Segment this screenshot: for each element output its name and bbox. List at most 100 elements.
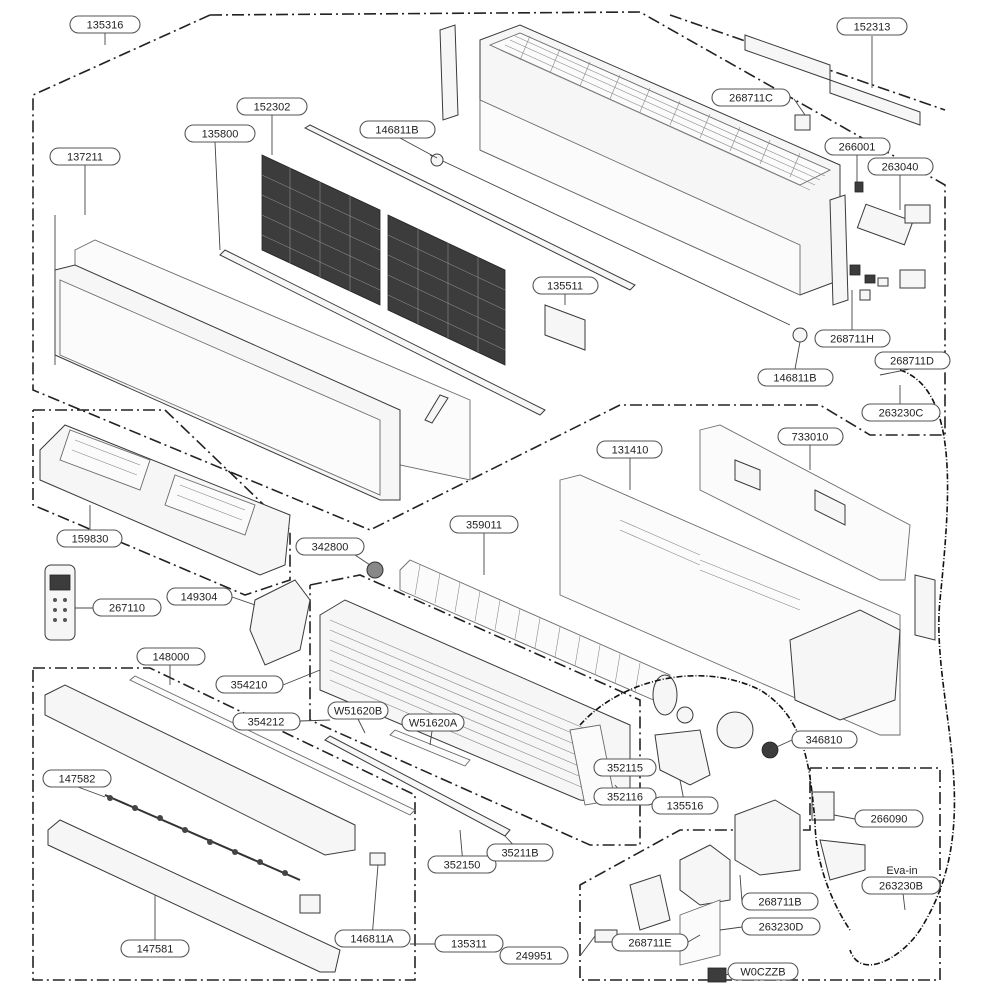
lower-vane bbox=[47, 819, 341, 973]
label-266001: 266001 bbox=[824, 137, 891, 156]
group-boundary-front-panel bbox=[32, 11, 946, 531]
svg-text:W51620A: W51620A bbox=[409, 718, 458, 730]
label-263230D: 263230D bbox=[741, 917, 821, 936]
label-152313: 152313 bbox=[836, 17, 908, 36]
label-352150: 352150 bbox=[427, 855, 497, 874]
panel-rail bbox=[219, 249, 546, 416]
svg-text:135311: 135311 bbox=[451, 939, 487, 951]
label-354210: 354210 bbox=[215, 675, 284, 694]
annotation-eva-in: Eva-in bbox=[886, 865, 917, 877]
svg-text:131410: 131410 bbox=[612, 445, 649, 457]
group-boundary-louver bbox=[32, 667, 416, 981]
label-137211: 137211 bbox=[49, 147, 121, 166]
label-W51620B: W51620B bbox=[327, 701, 389, 720]
label-131410: 131410 bbox=[596, 440, 663, 459]
svg-text:W0CZZB: W0CZZB bbox=[740, 967, 785, 979]
bearing-bracket bbox=[249, 579, 311, 666]
label-268711D: 268711D bbox=[874, 351, 951, 370]
svg-text:352150: 352150 bbox=[444, 860, 481, 872]
svg-text:35211B: 35211B bbox=[501, 848, 538, 860]
cable-line bbox=[429, 154, 791, 326]
clip-part bbox=[424, 394, 449, 424]
rear-chassis bbox=[559, 474, 901, 736]
label-146811B-mid: 146811B bbox=[757, 368, 834, 387]
label-135316: 135316 bbox=[69, 15, 141, 34]
svg-text:268711B: 268711B bbox=[758, 897, 801, 909]
filter-rail bbox=[303, 124, 636, 291]
front-panel bbox=[54, 215, 471, 501]
label-342800: 342800 bbox=[295, 537, 365, 556]
label-267110: 267110 bbox=[92, 598, 162, 617]
label-266090: 266090 bbox=[854, 809, 924, 828]
svg-text:268711H: 268711H bbox=[830, 334, 874, 346]
label-159830: 159830 bbox=[56, 529, 123, 548]
label-354212: 354212 bbox=[232, 712, 301, 731]
svg-text:354210: 354210 bbox=[231, 680, 268, 692]
air-filter-right bbox=[387, 214, 506, 366]
svg-text:149304: 149304 bbox=[181, 592, 218, 604]
label-146811B-top: 146811B bbox=[359, 120, 436, 139]
air-filter-left bbox=[261, 154, 381, 306]
svg-text:263230C: 263230C bbox=[879, 408, 924, 420]
svg-text:733010: 733010 bbox=[792, 432, 829, 444]
label-149304: 149304 bbox=[166, 587, 233, 606]
label-268711E: 268711E bbox=[611, 933, 689, 952]
label-268711C: 268711C bbox=[711, 88, 791, 107]
vane-links bbox=[104, 794, 301, 881]
label-135800: 135800 bbox=[184, 124, 256, 143]
svg-text:352116: 352116 bbox=[607, 792, 643, 804]
label-146811A: 146811A bbox=[334, 929, 411, 948]
motor-bracket bbox=[299, 894, 321, 914]
svg-text:268711E: 268711E bbox=[628, 938, 671, 950]
svg-text:268711D: 268711D bbox=[890, 356, 934, 368]
svg-text:354212: 354212 bbox=[248, 717, 285, 729]
top-strip-parts bbox=[744, 34, 921, 126]
label-346810: 346810 bbox=[791, 730, 858, 749]
svg-text:159830: 159830 bbox=[72, 534, 109, 546]
step-motor bbox=[369, 852, 386, 866]
svg-text:135800: 135800 bbox=[202, 129, 239, 141]
label-263040: 263040 bbox=[867, 157, 934, 176]
small-parts-right bbox=[430, 114, 931, 343]
svg-text:W51620B: W51620B bbox=[334, 706, 382, 718]
svg-text:146811B: 146811B bbox=[375, 125, 418, 137]
label-359011: 359011 bbox=[449, 515, 519, 534]
control-box bbox=[594, 799, 801, 983]
remote-control bbox=[44, 564, 76, 641]
label-147582: 147582 bbox=[42, 769, 112, 788]
label-135511: 135511 bbox=[532, 276, 599, 295]
svg-text:266090: 266090 bbox=[871, 814, 908, 826]
bracket-135511 bbox=[544, 304, 586, 351]
svg-text:135316: 135316 bbox=[87, 20, 124, 32]
svg-text:249951: 249951 bbox=[516, 951, 553, 963]
svg-text:346810: 346810 bbox=[806, 735, 843, 747]
group-boundary-top-strip bbox=[669, 14, 946, 111]
label-W0CZZB: W0CZZB bbox=[727, 962, 799, 981]
mounting-plate bbox=[699, 424, 911, 581]
svg-text:147581: 147581 bbox=[137, 944, 174, 956]
svg-text:147582: 147582 bbox=[59, 774, 96, 786]
svg-text:263040: 263040 bbox=[882, 162, 919, 174]
label-W51620A: W51620A bbox=[401, 713, 465, 732]
bearing-342800 bbox=[366, 561, 384, 579]
wiring-harness bbox=[579, 369, 956, 966]
svg-text:267110: 267110 bbox=[109, 603, 145, 615]
svg-text:352115: 352115 bbox=[607, 763, 643, 775]
group-boundary-grille bbox=[32, 409, 291, 596]
louver-housing bbox=[44, 675, 416, 856]
evaporator-coil bbox=[319, 599, 631, 806]
label-733010: 733010 bbox=[777, 427, 844, 446]
side-clip bbox=[914, 574, 936, 641]
label-352115: 352115 bbox=[593, 758, 657, 777]
svg-text:268711C: 268711C bbox=[729, 93, 773, 105]
label-268711H: 268711H bbox=[814, 329, 891, 348]
label-35211B: 35211B bbox=[486, 843, 554, 862]
svg-text:137211: 137211 bbox=[67, 152, 103, 164]
svg-text:266001: 266001 bbox=[839, 142, 876, 154]
svg-text:263230D: 263230D bbox=[759, 922, 804, 934]
label-263230C: 263230C bbox=[861, 403, 941, 422]
grille-assembly bbox=[39, 424, 291, 576]
label-263230B: 263230B bbox=[861, 876, 941, 895]
